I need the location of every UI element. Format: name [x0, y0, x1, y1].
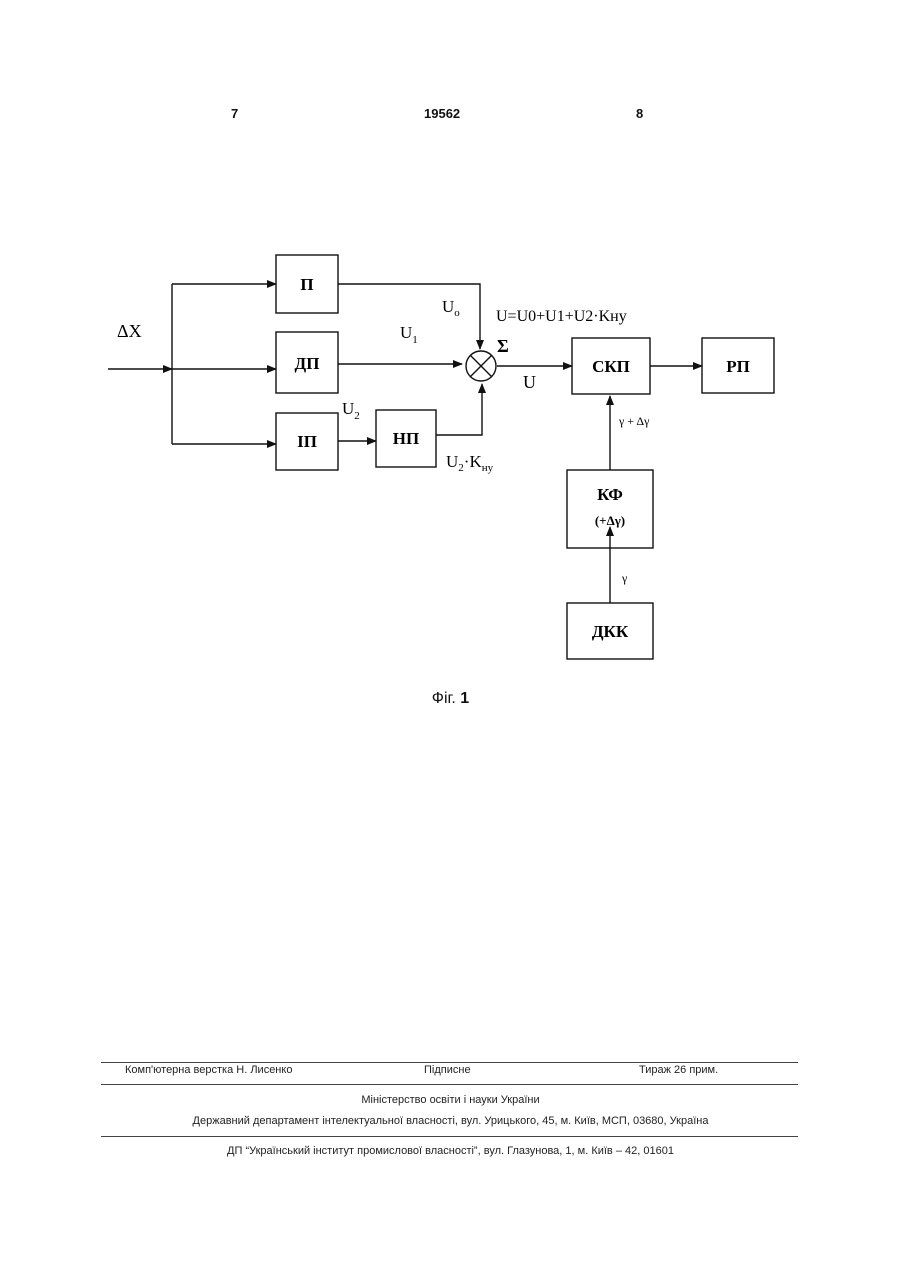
footer-rule-top	[101, 1062, 798, 1063]
figure-caption: Фіг. 1	[0, 690, 901, 708]
u2-label: U2	[342, 399, 360, 422]
figure-caption-number: 1	[460, 690, 469, 707]
block-kf-label: КФ	[597, 485, 623, 504]
footer-rule-middle	[101, 1084, 798, 1085]
footer-institute: ДП “Український інститут промислової вла…	[0, 1145, 901, 1157]
input-label: ΔX	[117, 321, 142, 341]
u2k-label: U2·Kну	[446, 452, 494, 474]
footer-department: Державний департамент інтелектуальної вл…	[0, 1115, 901, 1127]
u0-label: Uo	[442, 297, 460, 319]
block-p-label: П	[300, 275, 313, 294]
formula-label: U=U0+U1+U2·Kну	[496, 308, 627, 325]
block-np-label: НП	[393, 429, 419, 448]
block-dp-label: ДП	[295, 354, 320, 373]
block-diagram: П ДП ІП НП СКП РП КФ (+Δγ) ДКК ΔX Uo U1 …	[0, 0, 901, 700]
block-skp-label: СКП	[592, 357, 630, 376]
u1-label: U1	[400, 323, 418, 346]
output-u-label: U	[523, 372, 536, 392]
sum-symbol: Σ	[497, 336, 509, 356]
footer-ministry: Міністерство освіти і науки України	[0, 1094, 901, 1106]
block-dkk-label: ДКК	[592, 622, 629, 641]
gamma-dgamma-label: γ + Δγ	[618, 414, 650, 428]
footer-layout-credit: Комп'ютерна верстка Н. Лисенко	[125, 1064, 292, 1076]
np-to-sum-line	[436, 384, 482, 435]
block-kf-sublabel: (+Δγ)	[595, 513, 625, 528]
footer-rule-bottom	[101, 1136, 798, 1137]
block-rp-label: РП	[726, 357, 750, 376]
block-ip-label: ІП	[297, 432, 317, 451]
footer-print-run: Тираж 26 прим.	[639, 1064, 718, 1076]
gamma-label: γ	[621, 571, 628, 585]
figure-caption-text: Фіг.	[432, 690, 456, 707]
footer-signed: Підписне	[424, 1064, 471, 1076]
